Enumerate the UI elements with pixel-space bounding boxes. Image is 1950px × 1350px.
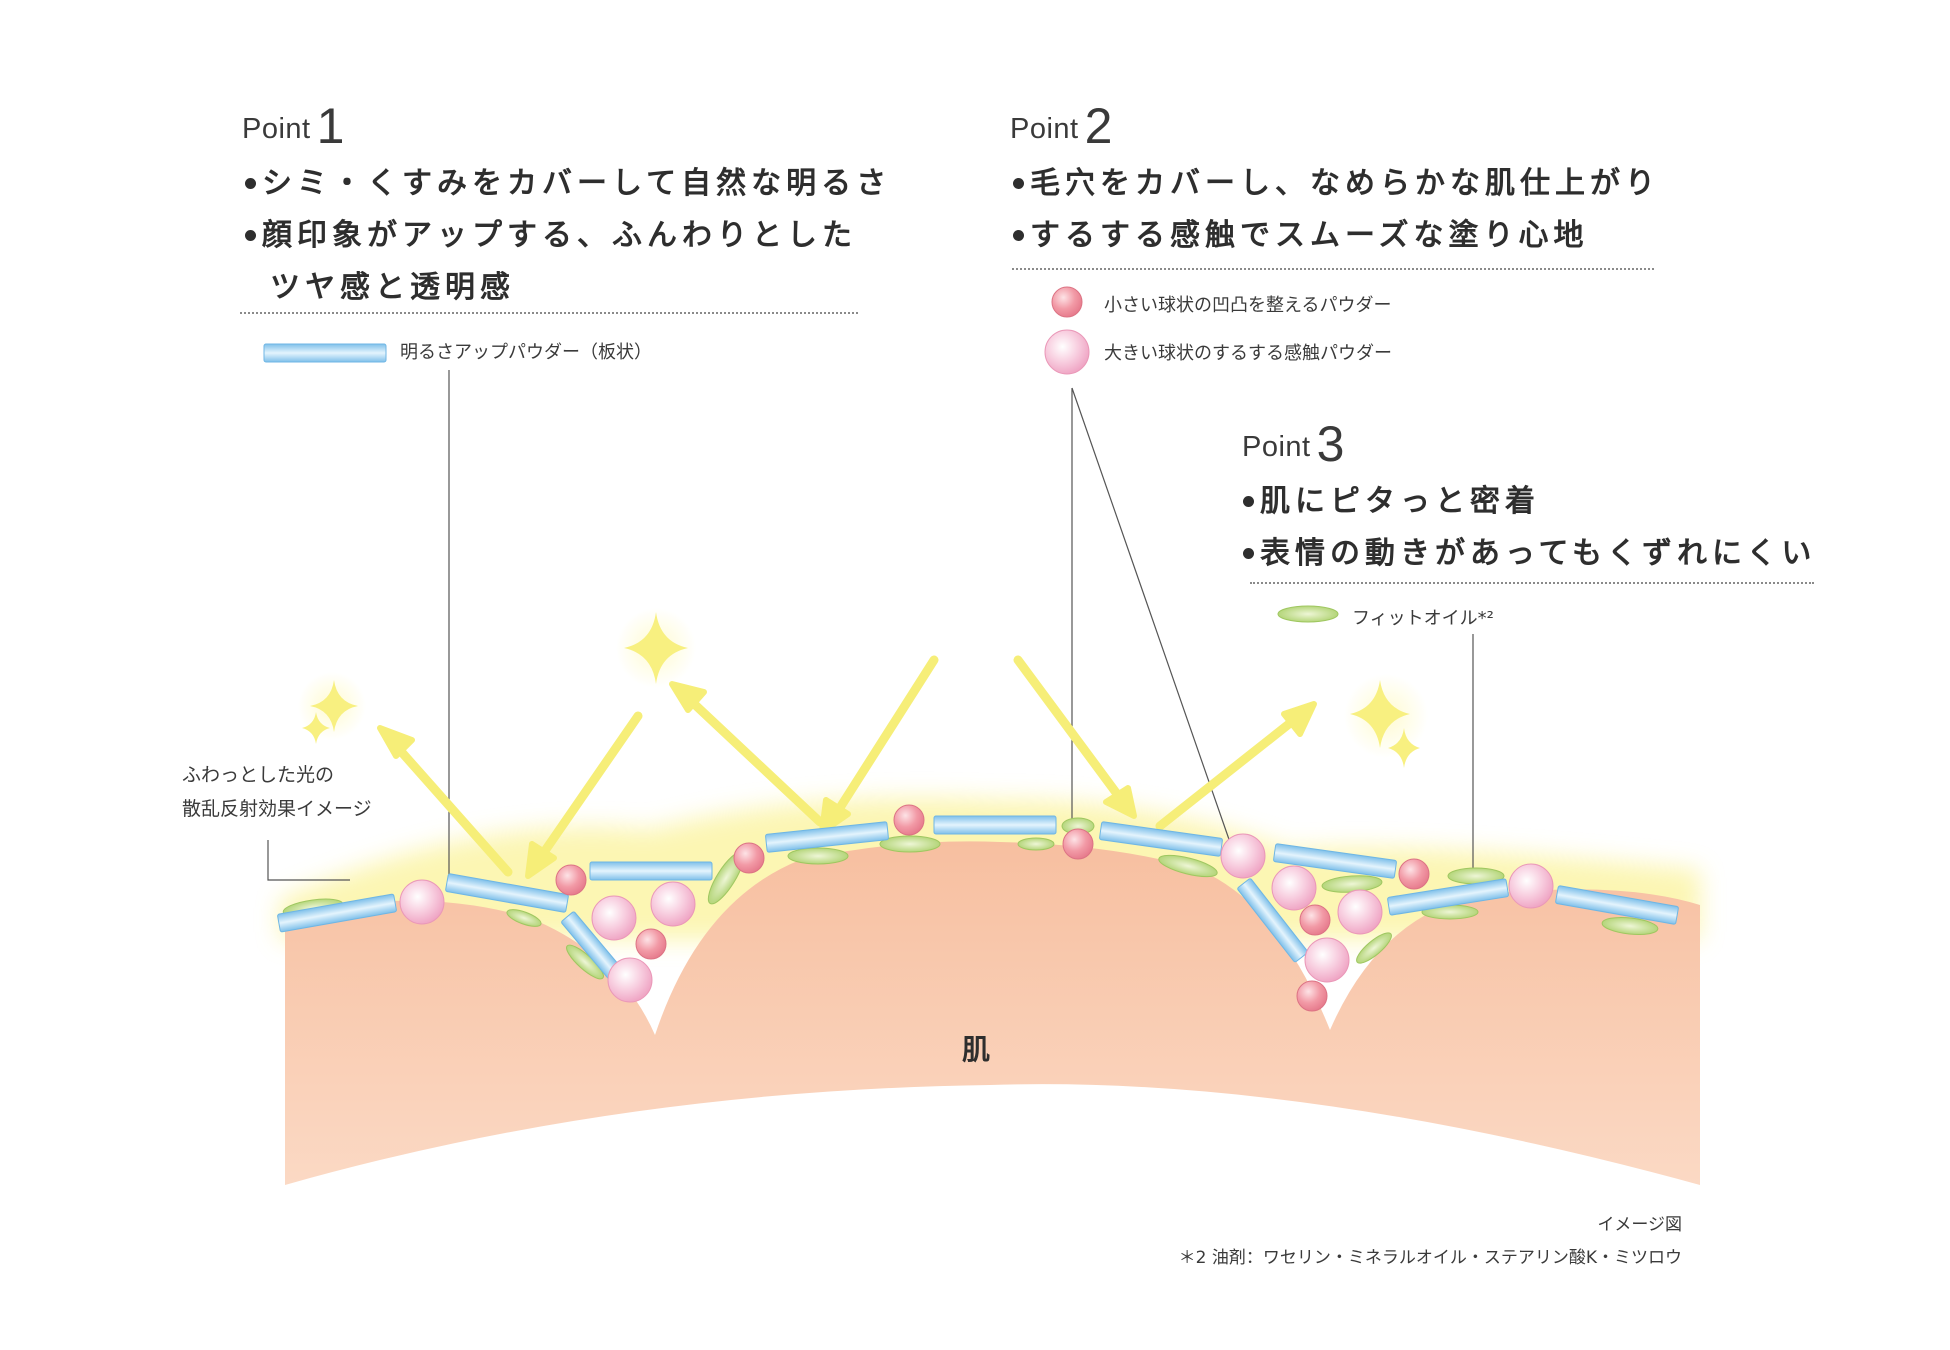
legend-oil-swatch [1278,606,1338,622]
arrow-reflect-3 [1160,720,1294,826]
small-sphere [1063,829,1093,859]
large-sphere [1221,834,1265,878]
arrow-reflect-2 [690,700,820,822]
image-note: イメージ図 [1597,1210,1682,1235]
plate-particle [934,816,1056,834]
small-sphere [1300,905,1330,935]
large-sphere [608,958,652,1002]
small-sphere [1399,859,1429,889]
small-sphere [1297,981,1327,1011]
legend-plate-swatch [264,344,386,362]
large-sphere [1305,938,1349,982]
oil-particle [880,836,940,852]
arrow-in-3 [1018,660,1120,798]
large-sphere [1509,864,1553,908]
small-sphere [894,805,924,835]
small-sphere [636,929,666,959]
oil-particle [1018,838,1054,850]
skin-label: 肌 [962,1028,990,1068]
scatter-note-guide-line [268,840,350,880]
plate-particle [590,862,712,880]
large-sphere [1272,866,1316,910]
small-sphere [556,865,586,895]
legend-small-sphere-swatch [1052,287,1082,317]
large-sphere-guide-line [1072,388,1232,848]
large-sphere [1338,890,1382,934]
large-sphere [400,880,444,924]
oil-particle [788,848,848,864]
small-sphere [734,843,764,873]
arrow-in-2 [836,660,934,814]
large-sphere [592,896,636,940]
large-sphere [651,882,695,926]
oil-ingredients-note: ＊2 油剤：ワセリン・ミネラルオイル・ステアリン酸K・ミツロウ [1179,1243,1682,1268]
legend-large-sphere-swatch [1045,330,1089,374]
